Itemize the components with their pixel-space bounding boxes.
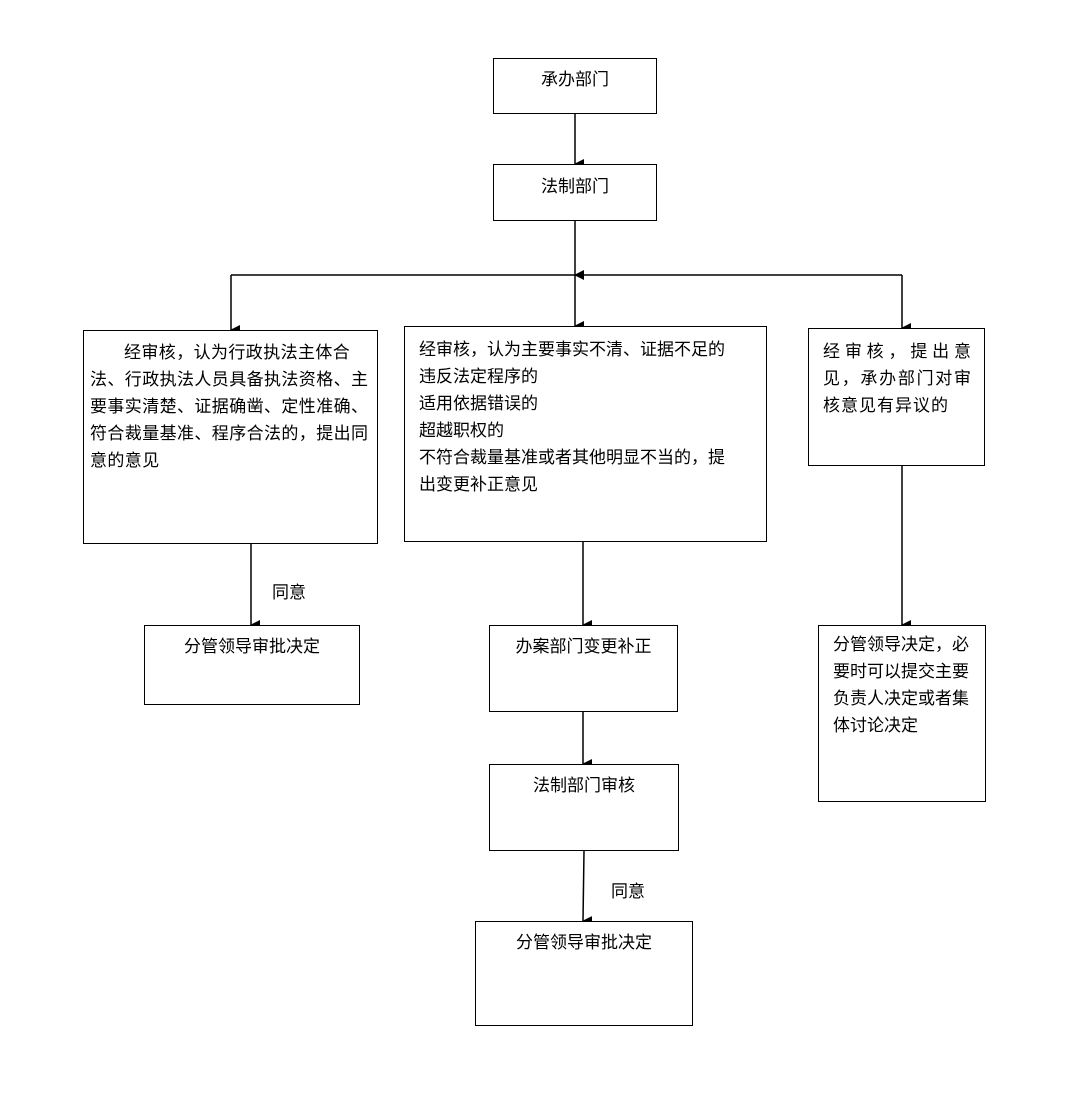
middle-review-line-1: 经审核，认为主要事实不清、证据不足的 [419,340,725,360]
node-left-decision: 分管领导审批决定 [144,625,360,705]
edge-label-middle-agree: 同意 [611,882,645,902]
node-left-decision-label: 分管领导审批决定 [184,637,320,657]
node-middle-decision-label: 分管领导审批决定 [516,933,652,953]
node-middle-fazhi-review: 法制部门审核 [489,764,679,851]
node-middle-correct: 办案部门变更补正 [489,625,678,712]
node-middle-correct-label: 办案部门变更补正 [515,637,652,657]
middle-review-line-4: 超越职权的 [419,421,504,441]
middle-review-line-6: 出变更补正意见 [419,475,538,495]
node-right-decision: 分管领导决定，必要时可以提交主要负责人决定或者集体讨论决定 [818,625,986,802]
middle-review-line-2: 违反法定程序的 [419,367,538,387]
middle-review-line-5: 不符合裁量基准或者其他明显不当的，提 [419,448,725,468]
middle-review-line-3: 适用依据错误的 [419,394,538,414]
node-left-review: 经审核，认为行政执法主体合法、行政执法人员具备执法资格、主要事实清楚、证据确凿、… [83,330,378,544]
edge-label-left-agree: 同意 [272,583,306,603]
node-right-decision-text: 分管领导决定，必要时可以提交主要负责人决定或者集体讨论决定 [833,635,969,736]
node-chengban-label: 承办部门 [541,70,609,90]
node-fazhi-label: 法制部门 [541,177,609,197]
node-chengban: 承办部门 [493,58,657,114]
node-left-review-text: 经审核，认为行政执法主体合法、行政执法人员具备执法资格、主要事实清楚、证据确凿、… [90,343,369,471]
node-fazhi: 法制部门 [493,164,657,221]
arrow-review-to-decision [582,850,593,927]
node-middle-decision: 分管领导审批决定 [475,921,693,1026]
node-middle-fazhi-review-label: 法制部门审核 [533,776,635,796]
node-middle-review: 经审核，认为主要事实不清、证据不足的 违反法定程序的 适用依据错误的 超越职权的… [404,326,767,542]
node-right-review-text: 经审核，提出意见，承办部门对审核意见有异议的 [823,342,972,416]
node-right-review: 经审核，提出意见，承办部门对审核意见有异议的 [808,328,985,466]
